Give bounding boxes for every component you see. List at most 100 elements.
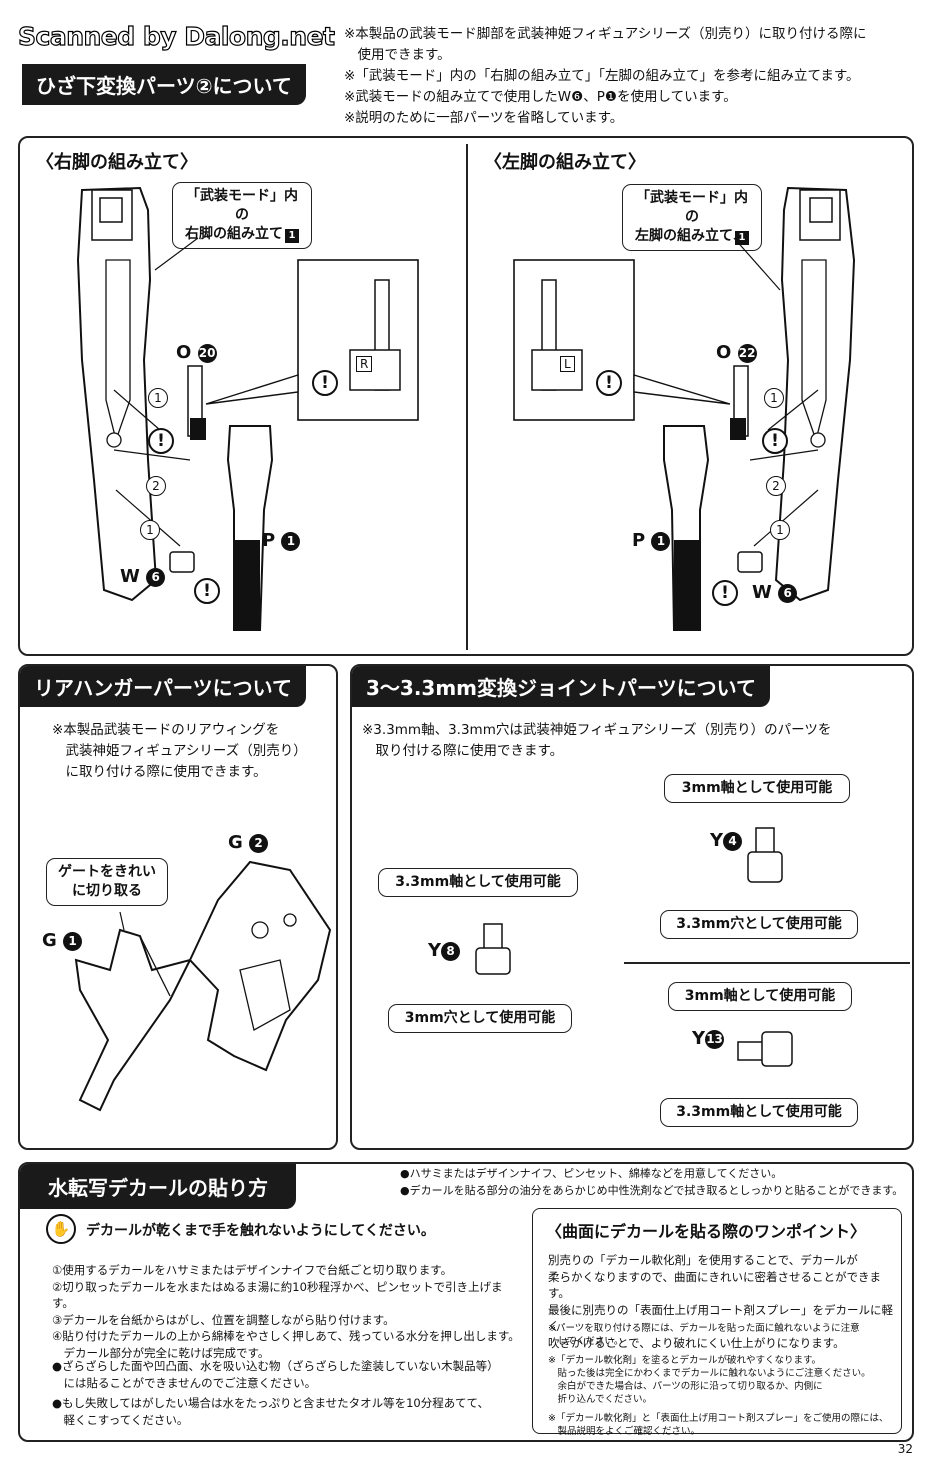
knee-parts-title: ひざ下変換パーツ②について [22,64,306,105]
decal-steps: ①使用するデカールをハサミまたはデザインナイフで台紙ごと切り取ります。 ②切り取… [52,1262,522,1361]
step-number: 1 [770,520,790,540]
tip-note: ※「デカール軟化剤」と「表面仕上げ用コート剤スプレー」をご使用の際には、 [548,1413,889,1424]
right-part-p-label: P 1 [262,530,301,551]
callout-line: に切り取る [72,883,142,899]
y4-bottom-callout: 3.3mm穴として使用可能 [660,910,858,939]
y8-bottom-callout: 3mm穴として使用可能 [388,1004,572,1033]
left-leg-diagram [513,186,856,631]
right-part-o-label: O 20 [176,342,217,363]
callout-line: ゲートをきれい [58,864,156,880]
part-letter: Y [692,1028,706,1049]
note-line: ※武装モードの組み立てで使用したW❻、P❶を使用しています。 [344,89,737,105]
step-number: 1 [764,388,784,408]
part-letter: G [228,832,243,853]
decal-tip-notes: ※パーツを取り付ける際には、デカールを貼った面に触れないように注意 してください… [548,1322,898,1438]
left-leg-heading: 〈左脚の組み立て〉 [484,152,646,173]
decal-tip-title: 〈曲面にデカールを貼る際のワンポイント〉 [546,1222,867,1241]
step-number: 2 [146,476,166,496]
part-number: 13 [705,1029,725,1049]
note-line: 使用できます。 [344,47,451,63]
part-letter: W [752,582,772,603]
legs-divider [466,144,468,650]
part-letter: P [632,530,646,551]
rear-hanger-notes: ※本製品武装モードのリアウィングを 武装神姫フィギュアシリーズ（別売り） に取り… [52,720,336,783]
left-part-w-label: W 6 [752,582,798,603]
step-line: ③デカールを台紙からはがし、位置を調整しながら貼り付けます。 [52,1312,395,1327]
step-number: 1 [140,520,160,540]
right-leg-heading: 〈右脚の組み立て〉 [36,152,198,173]
gate-callout: ゲートをきれい に切り取る [46,858,168,906]
page-number: 32 [897,1442,913,1456]
part-g1-label: G 1 [42,930,83,951]
caution-icon: ! [312,370,338,396]
decal-tip-box [532,1208,902,1434]
part-number: 2 [249,833,269,853]
y8-top-callout: 3.3mm軸として使用可能 [378,868,578,897]
y13-part [737,1031,793,1067]
part-letter: Y [428,940,442,961]
caution-icon: ! [762,428,788,454]
bullet-line: には貼ることができませんのでご注意ください。 [52,1375,317,1390]
tip-line: 最後に別売りの「表面仕上げ用コート剤スプレー」をデカールに軽く [548,1302,893,1334]
step-square: 1 [735,231,749,245]
caution-icon: ! [712,580,738,606]
step-number: 2 [766,476,786,496]
left-part-p-label: P 1 [632,530,671,551]
part-letter: O [176,342,192,363]
part-letter: O [716,342,732,363]
note-line: 武装神姫フィギュアシリーズ（別売り） [52,743,307,759]
callout-line: 「武装モード」内の [636,190,748,225]
step-line: ④貼り付けたデカールの上から綿棒をやさしく押しあて、残っている水分を押し出します… [52,1329,520,1343]
right-mark: R [356,356,373,372]
right-part-w-label: W 6 [120,566,166,587]
no-touch-icon: ✋ [46,1214,76,1244]
left-part-o-label: O 22 [716,342,757,363]
decal-warning: デカールが乾くまで手を触れないようにしてください。 [86,1223,435,1239]
note-line: に取り付ける際に使用できます。 [52,764,267,780]
step-line: ②切り取ったデカールを水またはぬるま湯に約10秒程浮かべ、ピンセットで引き上げま… [52,1279,503,1311]
step-square: 1 [285,229,299,243]
part-number: 22 [737,343,757,363]
caution-icon: ! [194,578,220,604]
note-line: ※3.3mm軸、3.3mm穴は武装神姫フィギュアシリーズ（別売り）のパーツを [362,722,832,738]
right-leg-diagram [76,186,419,631]
rear-hanger-title: リアハンガーパーツについて [20,666,306,707]
step-line: ①使用するデカールをハサミまたはデザインナイフで台紙ごと切り取ります。 [52,1263,453,1277]
part-g2-label: G 2 [228,832,269,853]
part-letter: G [42,930,57,951]
step-number: 1 [148,388,168,408]
caution-icon: ! [596,370,622,396]
note-line: ※「武装モード」内の「右脚の組み立て」「左脚の組み立て」を参考に組み立てます。 [344,68,860,84]
tip-note: ※「デカール軟化剤」を塗るとデカールが破れやすくなります。 [548,1355,822,1366]
part-number: 1 [651,531,671,551]
note-line: ※説明のために一部パーツを省略しています。 [344,110,624,126]
left-mark: L [560,356,575,372]
note-line: ※本製品武装モードのリアウィングを [52,722,280,738]
y13-top-callout: 3mm軸として使用可能 [668,982,852,1011]
y8-part [475,923,511,975]
joint-notes: ※3.3mm軸、3.3mm穴は武装神姫フィギュアシリーズ（別売り）のパーツを 取… [362,720,902,762]
note-line: ●ハサミまたはデザインナイフ、ピンセット、綿棒などを用意してください。 [400,1167,783,1180]
tip-note: 製品説明をよくご確認ください。 [548,1426,701,1437]
part-number: 20 [197,343,217,363]
rear-hanger-diagram [74,860,332,1112]
y4-top-callout: 3mm軸として使用可能 [664,774,850,803]
part-number: 8 [441,941,461,961]
decal-title: 水転写デカールの貼り方 [20,1164,296,1209]
part-number: 1 [63,931,83,951]
tip-note: 折り込んでください。 [548,1394,653,1405]
callout-line: 「武装モード」内の [186,188,298,223]
tip-line: 別売りの「デカール軟化剤」を使用することで、デカールが [548,1253,858,1267]
note-line: 取り付ける際に使用できます。 [362,743,564,759]
joint-title: 3〜3.3mm変換ジョイントパーツについて [352,666,771,707]
bullet-line: ●ざらざらした面や凹凸面、水を吸い込む物（ざらざらした塗装していない木製品等） [52,1359,499,1373]
tip-note: ※パーツを取り付ける際には、デカールを貼った面に触れないように注意 [548,1323,860,1334]
part-letter: P [262,530,276,551]
y4-part [747,827,783,883]
